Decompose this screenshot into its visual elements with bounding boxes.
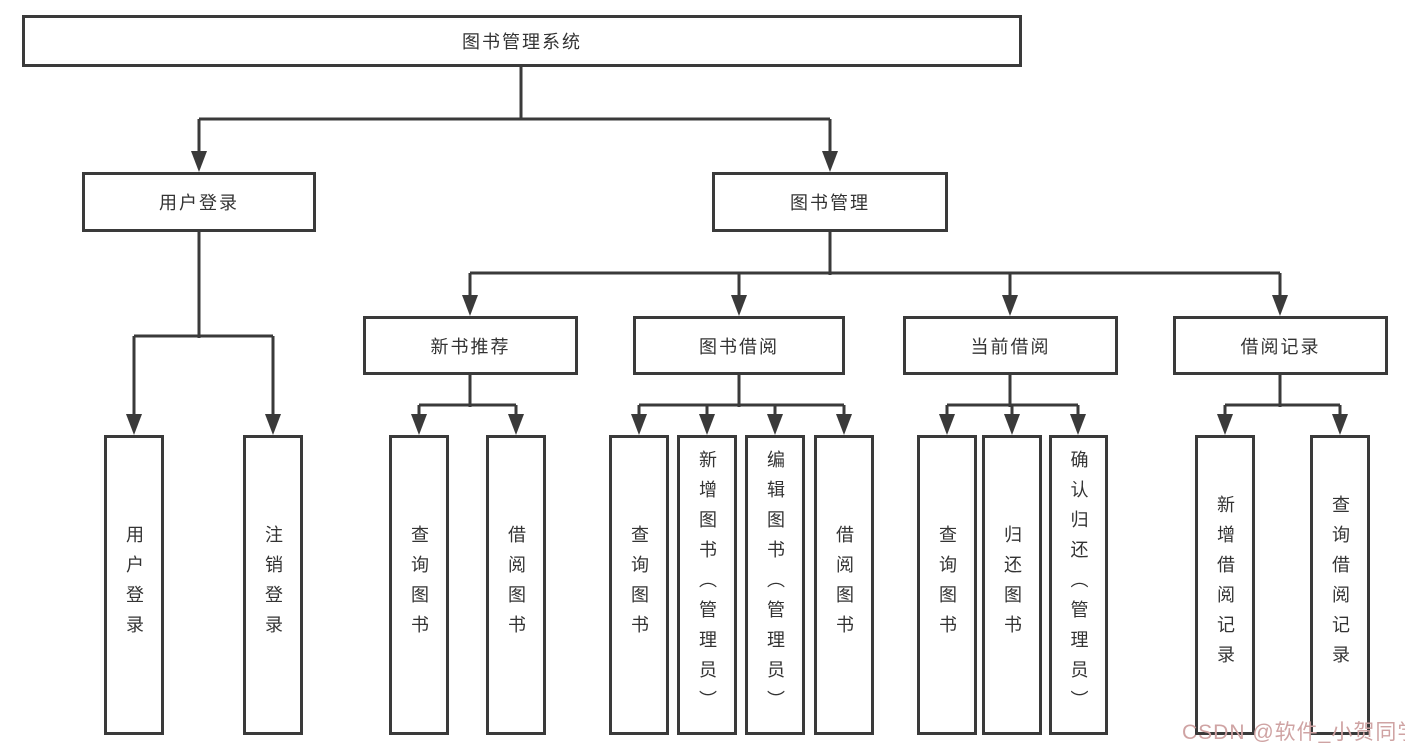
node-label: 借阅图书	[506, 525, 526, 645]
leaf-borrow-books-2: 借阅图书	[814, 435, 874, 735]
arrowhead-icon	[191, 151, 207, 172]
leaf-confirm-return-admin: 确认归还（管理员）	[1049, 435, 1108, 735]
arrowhead-icon	[1272, 295, 1288, 316]
node-label: 借阅记录	[1240, 336, 1321, 357]
node-label: 查询图书	[937, 525, 957, 645]
arrowhead-icon	[939, 414, 955, 435]
arrowhead-icon	[822, 151, 838, 172]
arrowhead-icon	[1070, 414, 1086, 435]
arrowhead-icon	[836, 414, 852, 435]
node-label: 借阅图书	[834, 525, 854, 645]
node-label: 新增借阅记录	[1215, 495, 1235, 675]
node-book-borrowing: 图书借阅	[633, 316, 845, 375]
node-borrowing-records: 借阅记录	[1173, 316, 1388, 375]
leaf-logout: 注销登录	[243, 435, 303, 735]
node-label: 新书推荐	[430, 336, 511, 357]
node-new-book-recommend: 新书推荐	[363, 316, 578, 375]
connector-book-mgmt-to-level3	[468, 232, 1282, 298]
node-user-login: 用户登录	[82, 172, 316, 232]
leaf-return-books: 归还图书	[982, 435, 1042, 735]
leaf-query-books-2: 查询图书	[609, 435, 669, 735]
node-label: 新增图书（管理员）	[697, 450, 717, 720]
leaf-edit-books-admin: 编辑图书（管理员）	[745, 435, 805, 735]
arrowhead-icon	[731, 295, 747, 316]
leaf-query-borrow-record: 查询借阅记录	[1310, 435, 1370, 735]
node-label: 用户登录	[159, 193, 239, 213]
arrowhead-icon	[265, 414, 281, 435]
arrowhead-icon	[699, 414, 715, 435]
arrowhead-icon	[767, 414, 783, 435]
node-root-system: 图书管理系统	[22, 15, 1022, 67]
node-label: 注销登录	[263, 525, 283, 645]
node-label: 图书管理系统	[462, 32, 582, 52]
arrowhead-icon	[1002, 295, 1018, 316]
node-label: 当前借阅	[970, 336, 1051, 357]
leaf-borrow-books-1: 借阅图书	[486, 435, 546, 735]
arrowhead-icon	[508, 414, 524, 435]
node-label: 用户登录	[124, 525, 144, 645]
node-label: 确认归还（管理员）	[1068, 450, 1089, 720]
arrowhead-icon	[126, 414, 142, 435]
arrowhead-icon	[1004, 414, 1020, 435]
node-current-borrowing: 当前借阅	[903, 316, 1118, 375]
leaf-query-books-3: 查询图书	[917, 435, 977, 735]
node-label: 查询图书	[409, 525, 429, 645]
connector-user-login-to-leaves	[132, 232, 275, 417]
node-book-management: 图书管理	[712, 172, 948, 232]
arrowhead-icon	[411, 414, 427, 435]
node-label: 图书管理	[790, 193, 870, 213]
leaf-add-books-admin: 新增图书（管理员）	[677, 435, 737, 735]
csdn-watermark: CSDN @软件_小贺同学	[1182, 721, 1405, 744]
node-label: 查询图书	[629, 525, 649, 645]
connector-root-to-level2	[197, 67, 832, 154]
arrowhead-icon	[1332, 414, 1348, 435]
arrowhead-icon	[462, 295, 478, 316]
node-label: 归还图书	[1002, 525, 1022, 645]
node-label: 查询借阅记录	[1330, 495, 1350, 675]
leaf-add-borrow-record: 新增借阅记录	[1195, 435, 1255, 735]
node-label: 图书借阅	[699, 336, 779, 357]
node-label: 编辑图书（管理员）	[765, 450, 785, 720]
arrowhead-icon	[631, 414, 647, 435]
leaf-user-login: 用户登录	[104, 435, 164, 735]
connector-current-borrow-to-leaves	[945, 375, 1080, 417]
leaf-query-books-1: 查询图书	[389, 435, 449, 735]
connector-book-borrow-to-leaves	[637, 375, 846, 417]
connector-new-book-rec-to-leaves	[417, 375, 518, 417]
connector-borrow-records-to-leaves	[1223, 375, 1342, 417]
arrowhead-icon	[1217, 414, 1233, 435]
